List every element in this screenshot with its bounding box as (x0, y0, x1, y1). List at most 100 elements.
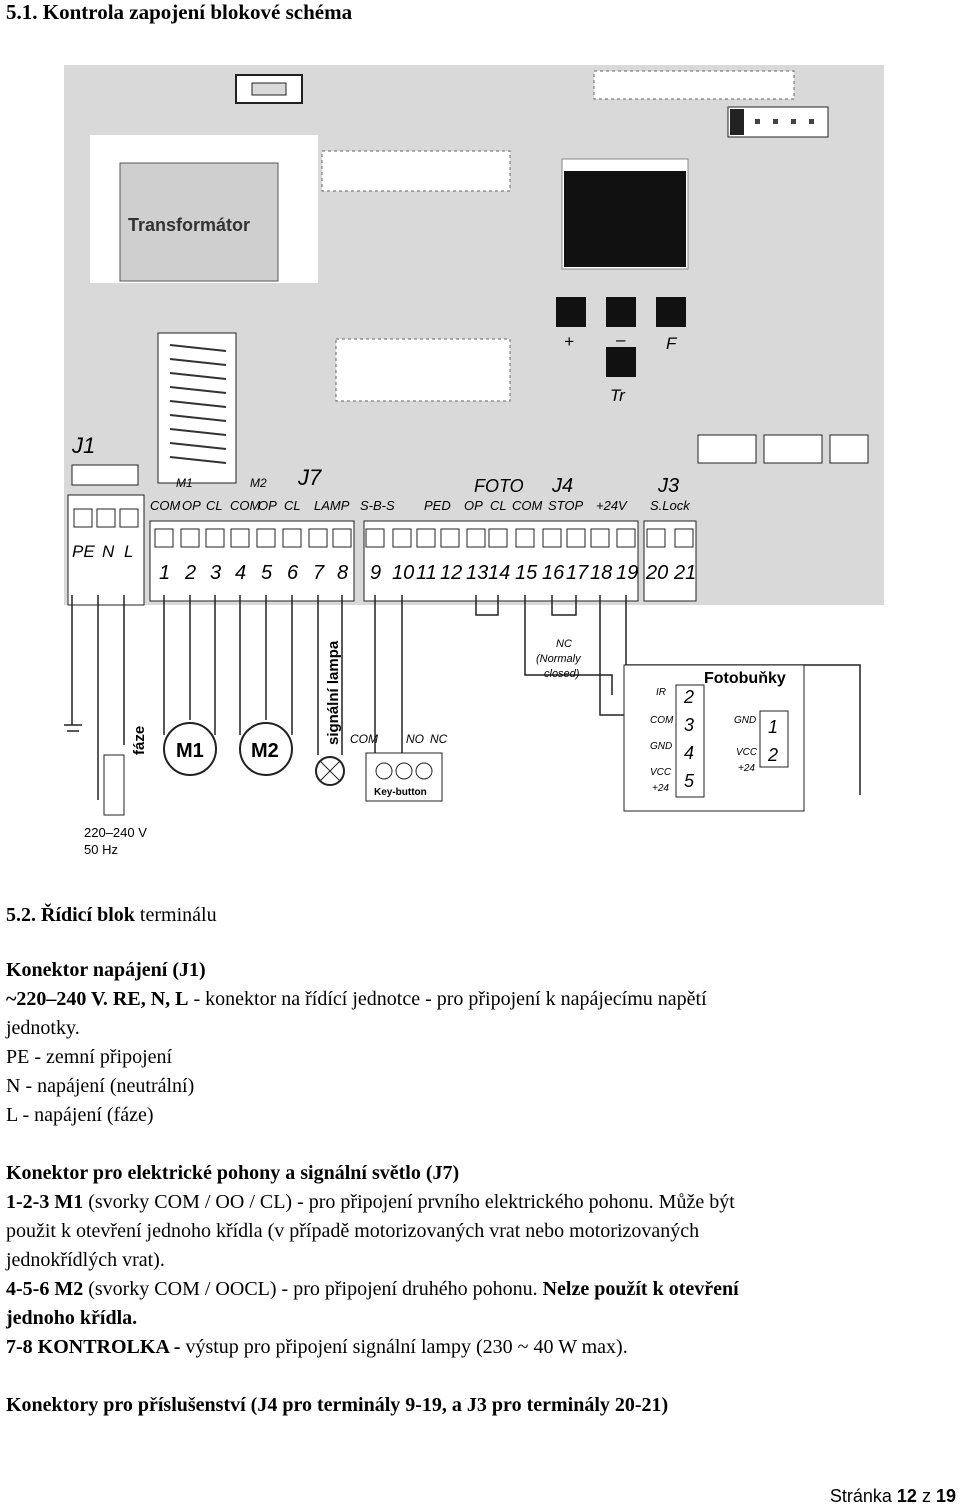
f-label: F (666, 334, 678, 353)
wiring-diagram: Transformátor + – F Tr J1 PE N L M1 M2 J… (64, 65, 884, 857)
tr-label: Tr (610, 386, 626, 405)
j4-label: J4 (551, 475, 573, 497)
svg-text:1: 1 (768, 717, 778, 737)
terminal-screw (180, 528, 200, 548)
m2-label: M2 (250, 476, 267, 490)
phase-label: fáze (131, 726, 148, 755)
terminal-screw (616, 528, 636, 548)
l-label: L (124, 542, 133, 561)
terminal-number: 14 (488, 562, 510, 584)
com-label: COM (350, 732, 378, 746)
terminal-screw (416, 528, 436, 548)
terminal-number: 9 (370, 562, 381, 584)
terminal-screw (566, 528, 586, 548)
svg-text:3: 3 (684, 715, 694, 735)
terminal-number: 13 (466, 562, 488, 584)
receiver-terminals (675, 684, 705, 798)
terminal-number: 7 (313, 562, 325, 584)
terminal-screw (515, 528, 535, 548)
no-label: NO (406, 732, 424, 746)
terminal-screw (440, 528, 460, 548)
terminal-function-label: OP (258, 498, 277, 513)
terminal-screw (205, 528, 225, 548)
terminal-function-label: PED (424, 498, 451, 513)
page-footer: Stránka 12 z 19 (829, 1486, 956, 1506)
transformer-core (119, 162, 279, 282)
terminal-function-label: CL (490, 498, 507, 513)
m1-label: M1 (176, 476, 193, 490)
section-5-2-body: Konektor napájení (J1) ~220–240 V. RE, N… (6, 956, 946, 1420)
nc-note-1: NC (556, 638, 572, 650)
terminal-screw (542, 528, 562, 548)
svg-text:2: 2 (767, 745, 778, 765)
j7-title: Konektor pro elektrické pohony a signáln… (6, 1162, 460, 1184)
terminal-screw (466, 528, 486, 548)
svg-text:VCC: VCC (650, 767, 672, 778)
terminal-function-label: CL (206, 498, 223, 513)
terminal-number: 1 (159, 562, 170, 584)
pe-label: PE (72, 542, 95, 561)
j1-fuse (71, 464, 139, 486)
terminal-function-label: S.Lock (650, 498, 691, 513)
nc-note-2: (Normaly (536, 653, 582, 665)
terminal-function-label: COM (230, 498, 261, 513)
terminal-screw (154, 528, 174, 548)
svg-text:+24: +24 (738, 763, 755, 774)
nc-note-3: closed) (544, 668, 580, 680)
accessories-title: Konektory pro příslušenství (J4 pro term… (6, 1394, 669, 1416)
terminal-screw (392, 528, 412, 548)
terminal-number: 8 (337, 562, 348, 584)
terminal-screw (365, 528, 385, 548)
plus-label: + (564, 332, 574, 351)
minus-button (606, 297, 636, 327)
terminal-function-label: STOP (548, 498, 583, 513)
terminal-function-label: CL (284, 498, 301, 513)
motor2-label: M2 (251, 740, 279, 762)
frequency-label: 50 Hz (84, 842, 118, 857)
transmitter-terminals (759, 710, 789, 768)
display (564, 171, 686, 267)
foto-label: FOTO (474, 476, 524, 496)
nc-label: NC (430, 732, 448, 746)
terminal-number: 4 (235, 562, 246, 584)
motor1-label: M1 (176, 740, 204, 762)
svg-text:VCC: VCC (736, 747, 758, 758)
plus-button (556, 297, 586, 327)
f-button (656, 297, 686, 327)
mains-fuse (103, 754, 125, 816)
svg-text:2: 2 (683, 687, 694, 707)
terminal-function-label: COM (512, 498, 543, 513)
j3-label: J3 (657, 475, 679, 497)
terminal-number: 6 (287, 562, 299, 584)
section-heading: 5.1. Kontrola zapojení blokové schéma (6, 0, 353, 24)
terminal-function-label: S-B-S (360, 498, 395, 513)
key-button-label: Key-button (374, 787, 427, 798)
svg-text:4: 4 (684, 743, 694, 763)
terminal-screw (646, 528, 666, 548)
terminal-screw (332, 528, 352, 548)
terminal-number: 10 (392, 562, 414, 584)
transformer-label: Transformátor (128, 215, 250, 235)
relay-box-3 (593, 70, 795, 100)
terminal-screw (488, 528, 508, 548)
terminal-function-label: +24V (596, 498, 628, 513)
j1-desc: ~220–240 V. RE, N, L - konektor na řídíc… (6, 988, 707, 1010)
photocell-title: Fotobuňky (704, 670, 786, 687)
relay-box-2 (335, 338, 511, 402)
svg-text:COM: COM (650, 715, 674, 726)
svg-text:+24: +24 (652, 783, 669, 794)
terminal-function-label: COM (150, 498, 181, 513)
minus-label: – (615, 330, 626, 349)
terminal-number: 18 (590, 562, 612, 584)
terminal-number: 15 (515, 562, 538, 584)
terminal-number: 19 (616, 562, 638, 584)
j1-title: Konektor napájení (J1) (6, 959, 206, 981)
terminal-number: 2 (184, 562, 196, 584)
tr-button (606, 347, 636, 377)
lamp-label: signální lampa (325, 640, 342, 745)
terminal-screw (282, 528, 302, 548)
terminal-screw (230, 528, 250, 548)
svg-text:5: 5 (684, 771, 695, 791)
terminal-screw (674, 528, 694, 548)
terminal-function-label: OP (464, 498, 483, 513)
